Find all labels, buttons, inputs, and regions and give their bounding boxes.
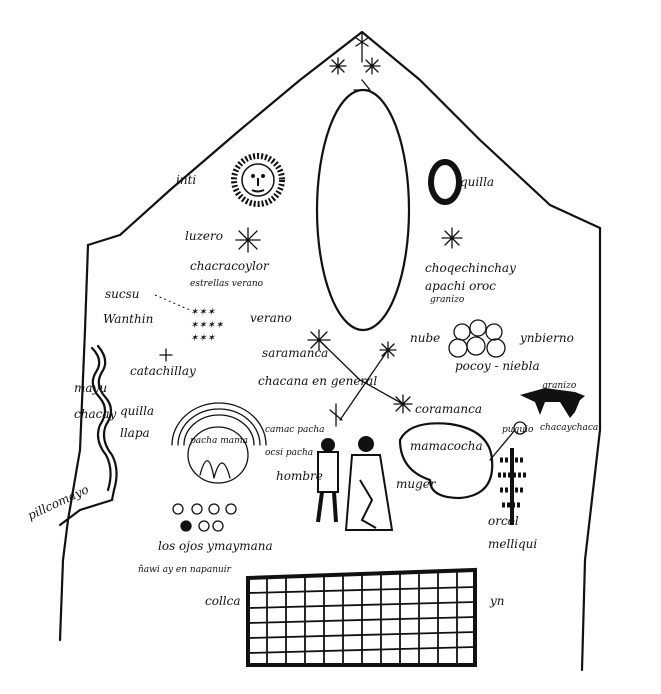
- rainbow: [171, 402, 267, 484]
- label-granizo: granizo: [430, 295, 465, 305]
- central-oval: [315, 88, 411, 332]
- label-estrella: estrellas verano: [190, 279, 264, 289]
- house-left-wall: [58, 243, 90, 642]
- label-pacha2: camac pacha: [265, 425, 325, 435]
- label-quilla2: quilla: [120, 404, 154, 418]
- river-bank: [58, 344, 118, 527]
- label-luzero: luzero: [185, 229, 223, 243]
- label-verano: verano: [250, 311, 292, 325]
- tree-icon: [498, 448, 526, 525]
- label-sucsu: sucsu: [105, 287, 140, 301]
- label-coramanca: coramanca: [415, 402, 482, 416]
- label-choqechinchay: choqechinchay: [425, 261, 516, 275]
- cloud-icon: [448, 319, 506, 358]
- moon-icon: [428, 159, 462, 205]
- label-catachillay: catachillay: [130, 364, 196, 378]
- label-saramanca: saramanca: [262, 346, 328, 360]
- man-figure: [316, 438, 339, 523]
- chacana-lines: [318, 339, 404, 421]
- grid-line: [247, 631, 476, 639]
- label-puquio: puquio: [502, 425, 534, 435]
- label-yn: yn: [489, 594, 505, 608]
- label-chacra: chacracoylor: [190, 259, 270, 273]
- label-ocsi: ocsi pacha: [265, 448, 313, 458]
- label-pocoy: pocoy - niebla: [455, 359, 540, 373]
- label-collca: collca: [205, 594, 241, 608]
- grid-line: [247, 601, 476, 609]
- label-sucsu2: Wanthin: [103, 312, 153, 326]
- label-chacay: chacay: [74, 407, 116, 421]
- label-pacha: pacha mama: [190, 436, 248, 446]
- label-los-ojos: los ojos ymaymana: [158, 539, 273, 553]
- animal-icon: [520, 388, 585, 418]
- label-orcol: orcol: [488, 514, 519, 528]
- label-apachi: apachi oroc: [425, 279, 496, 293]
- dotted-line: [154, 294, 191, 311]
- puquio-line: [489, 429, 516, 461]
- grid-line: [247, 616, 476, 624]
- svg-text:✶✶✶: ✶✶✶: [190, 307, 216, 318]
- house-outline: [86, 30, 602, 672]
- label-muger: muger: [396, 477, 437, 491]
- label-mamacocha: mamacocha: [410, 439, 483, 453]
- grid-line: [247, 586, 476, 594]
- label-inti: inti: [176, 173, 196, 187]
- svg-text:✶✶✶: ✶✶✶: [190, 333, 216, 344]
- label-nube: nube: [410, 331, 440, 345]
- woman-figure: [344, 436, 394, 531]
- label-llapa: llapa: [120, 426, 150, 440]
- eyes-circles: [172, 503, 237, 532]
- grid-line: [247, 646, 476, 654]
- label-granizo2: granizo: [542, 381, 577, 391]
- label-melliqui: melliqui: [488, 537, 537, 551]
- mamacocha-lake: [398, 422, 494, 500]
- label-chacana: chacana en general: [258, 374, 377, 388]
- river: [90, 346, 112, 492]
- svg-text:✶✶✶✶: ✶✶✶✶: [190, 320, 224, 331]
- label-ynbierno: ynbierno: [519, 331, 574, 345]
- collca-grid: [246, 567, 477, 667]
- sun-icon: [231, 153, 285, 207]
- label-chacaychaca: chacaychaca: [540, 423, 598, 433]
- label-nawi: ñawi ay en napanuir: [138, 565, 232, 575]
- label-quilla: quilla: [460, 175, 494, 189]
- verano-stars: ✶✶✶✶✶✶✶✶✶✶: [190, 307, 224, 344]
- label-pilcomayo: pillcomayo: [25, 482, 90, 522]
- label-hombre: hombre: [276, 469, 323, 483]
- label-mayu: mayu: [74, 381, 107, 395]
